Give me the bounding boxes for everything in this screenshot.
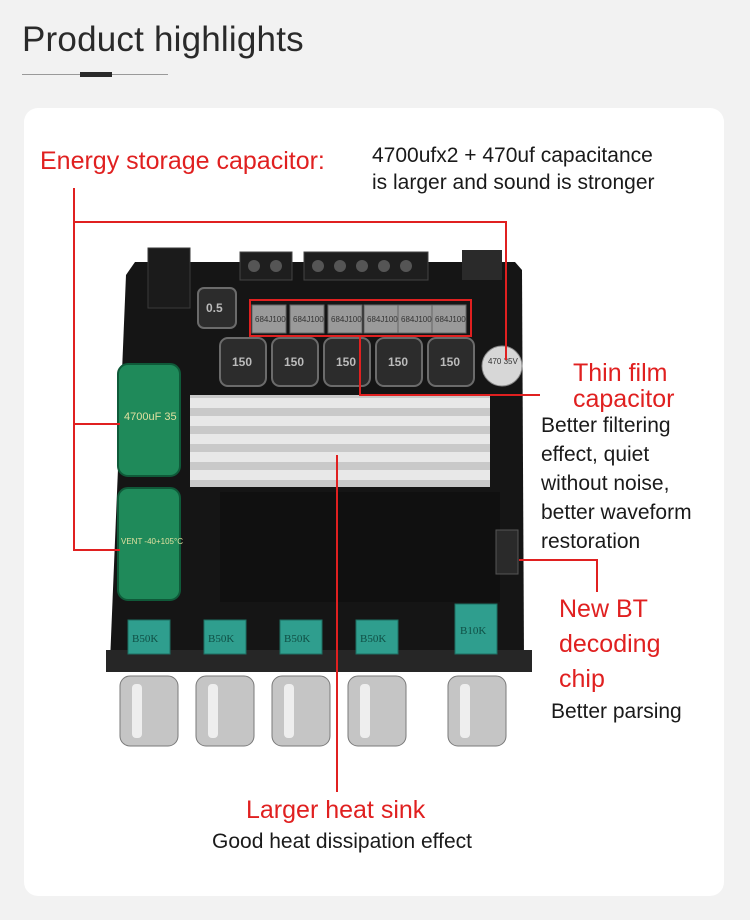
energy-desc-2: is larger and sound is stronger (372, 171, 655, 194)
knob-row (119, 675, 507, 747)
pot-label: B50K (208, 633, 234, 645)
energy-title: Energy storage capacitor: (40, 147, 325, 175)
film-desc-5: restoration (541, 530, 641, 553)
inductor-label: 150 (388, 355, 408, 369)
bt-title-2: decoding (559, 630, 661, 658)
pot-label: B10K (460, 625, 486, 637)
bt-title-3: chip (559, 665, 605, 693)
pot-label: B50K (132, 633, 158, 645)
film-cap-label: 684J100 (293, 315, 324, 324)
small-cap-label: 470 35V (488, 357, 518, 366)
knob-highlights (132, 684, 470, 738)
small-capacitor (481, 345, 523, 387)
terminal-block-left (239, 251, 293, 281)
pot-label: B50K (360, 633, 386, 645)
aux-jack (462, 250, 502, 280)
energy-cap-label: VENT -40+105°C (121, 537, 183, 546)
page-title: Product highlights (22, 20, 304, 59)
energy-desc-1: 4700ufx2 + 470uf capacitance (372, 144, 653, 167)
film-cap-label: 684J100 (401, 315, 432, 324)
bt-title-1: New BT (559, 595, 648, 623)
film-cap-label: 684J100 (255, 315, 286, 324)
film-cap-label: 684J100 (331, 315, 362, 324)
bt-module (495, 529, 519, 575)
dc-jack (147, 247, 191, 309)
inductor-label: 150 (336, 355, 356, 369)
pcb-front-strip (106, 650, 532, 672)
title-divider-accent (80, 72, 112, 77)
potentiometer-row (127, 603, 498, 655)
heat-sink (190, 395, 490, 487)
film-desc-1: Better filtering (541, 414, 671, 437)
film-cap-label: 684J100 (367, 315, 398, 324)
energy-cap-label: 4700uF 35 (124, 411, 177, 423)
film-desc-2: effect, quiet (541, 443, 650, 466)
bt-desc: Better parsing (551, 700, 682, 723)
film-title-1: Thin film (573, 359, 668, 387)
film-desc-4: better waveform (541, 501, 692, 524)
film-title-2: capacitor (573, 385, 675, 413)
inductor-label: 150 (440, 355, 460, 369)
inductor-label: 150 (284, 355, 304, 369)
amplifier-chip-area (220, 492, 500, 602)
film-cap-label: 684J100 (435, 315, 466, 324)
film-desc-3: without noise, (541, 472, 670, 495)
inductor-label: 150 (232, 355, 252, 369)
heatsink-title: Larger heat sink (246, 796, 426, 824)
heatsink-desc: Good heat dissipation effect (212, 830, 472, 853)
pot-label: B50K (284, 633, 310, 645)
inductor-label: 0.5 (206, 301, 223, 315)
